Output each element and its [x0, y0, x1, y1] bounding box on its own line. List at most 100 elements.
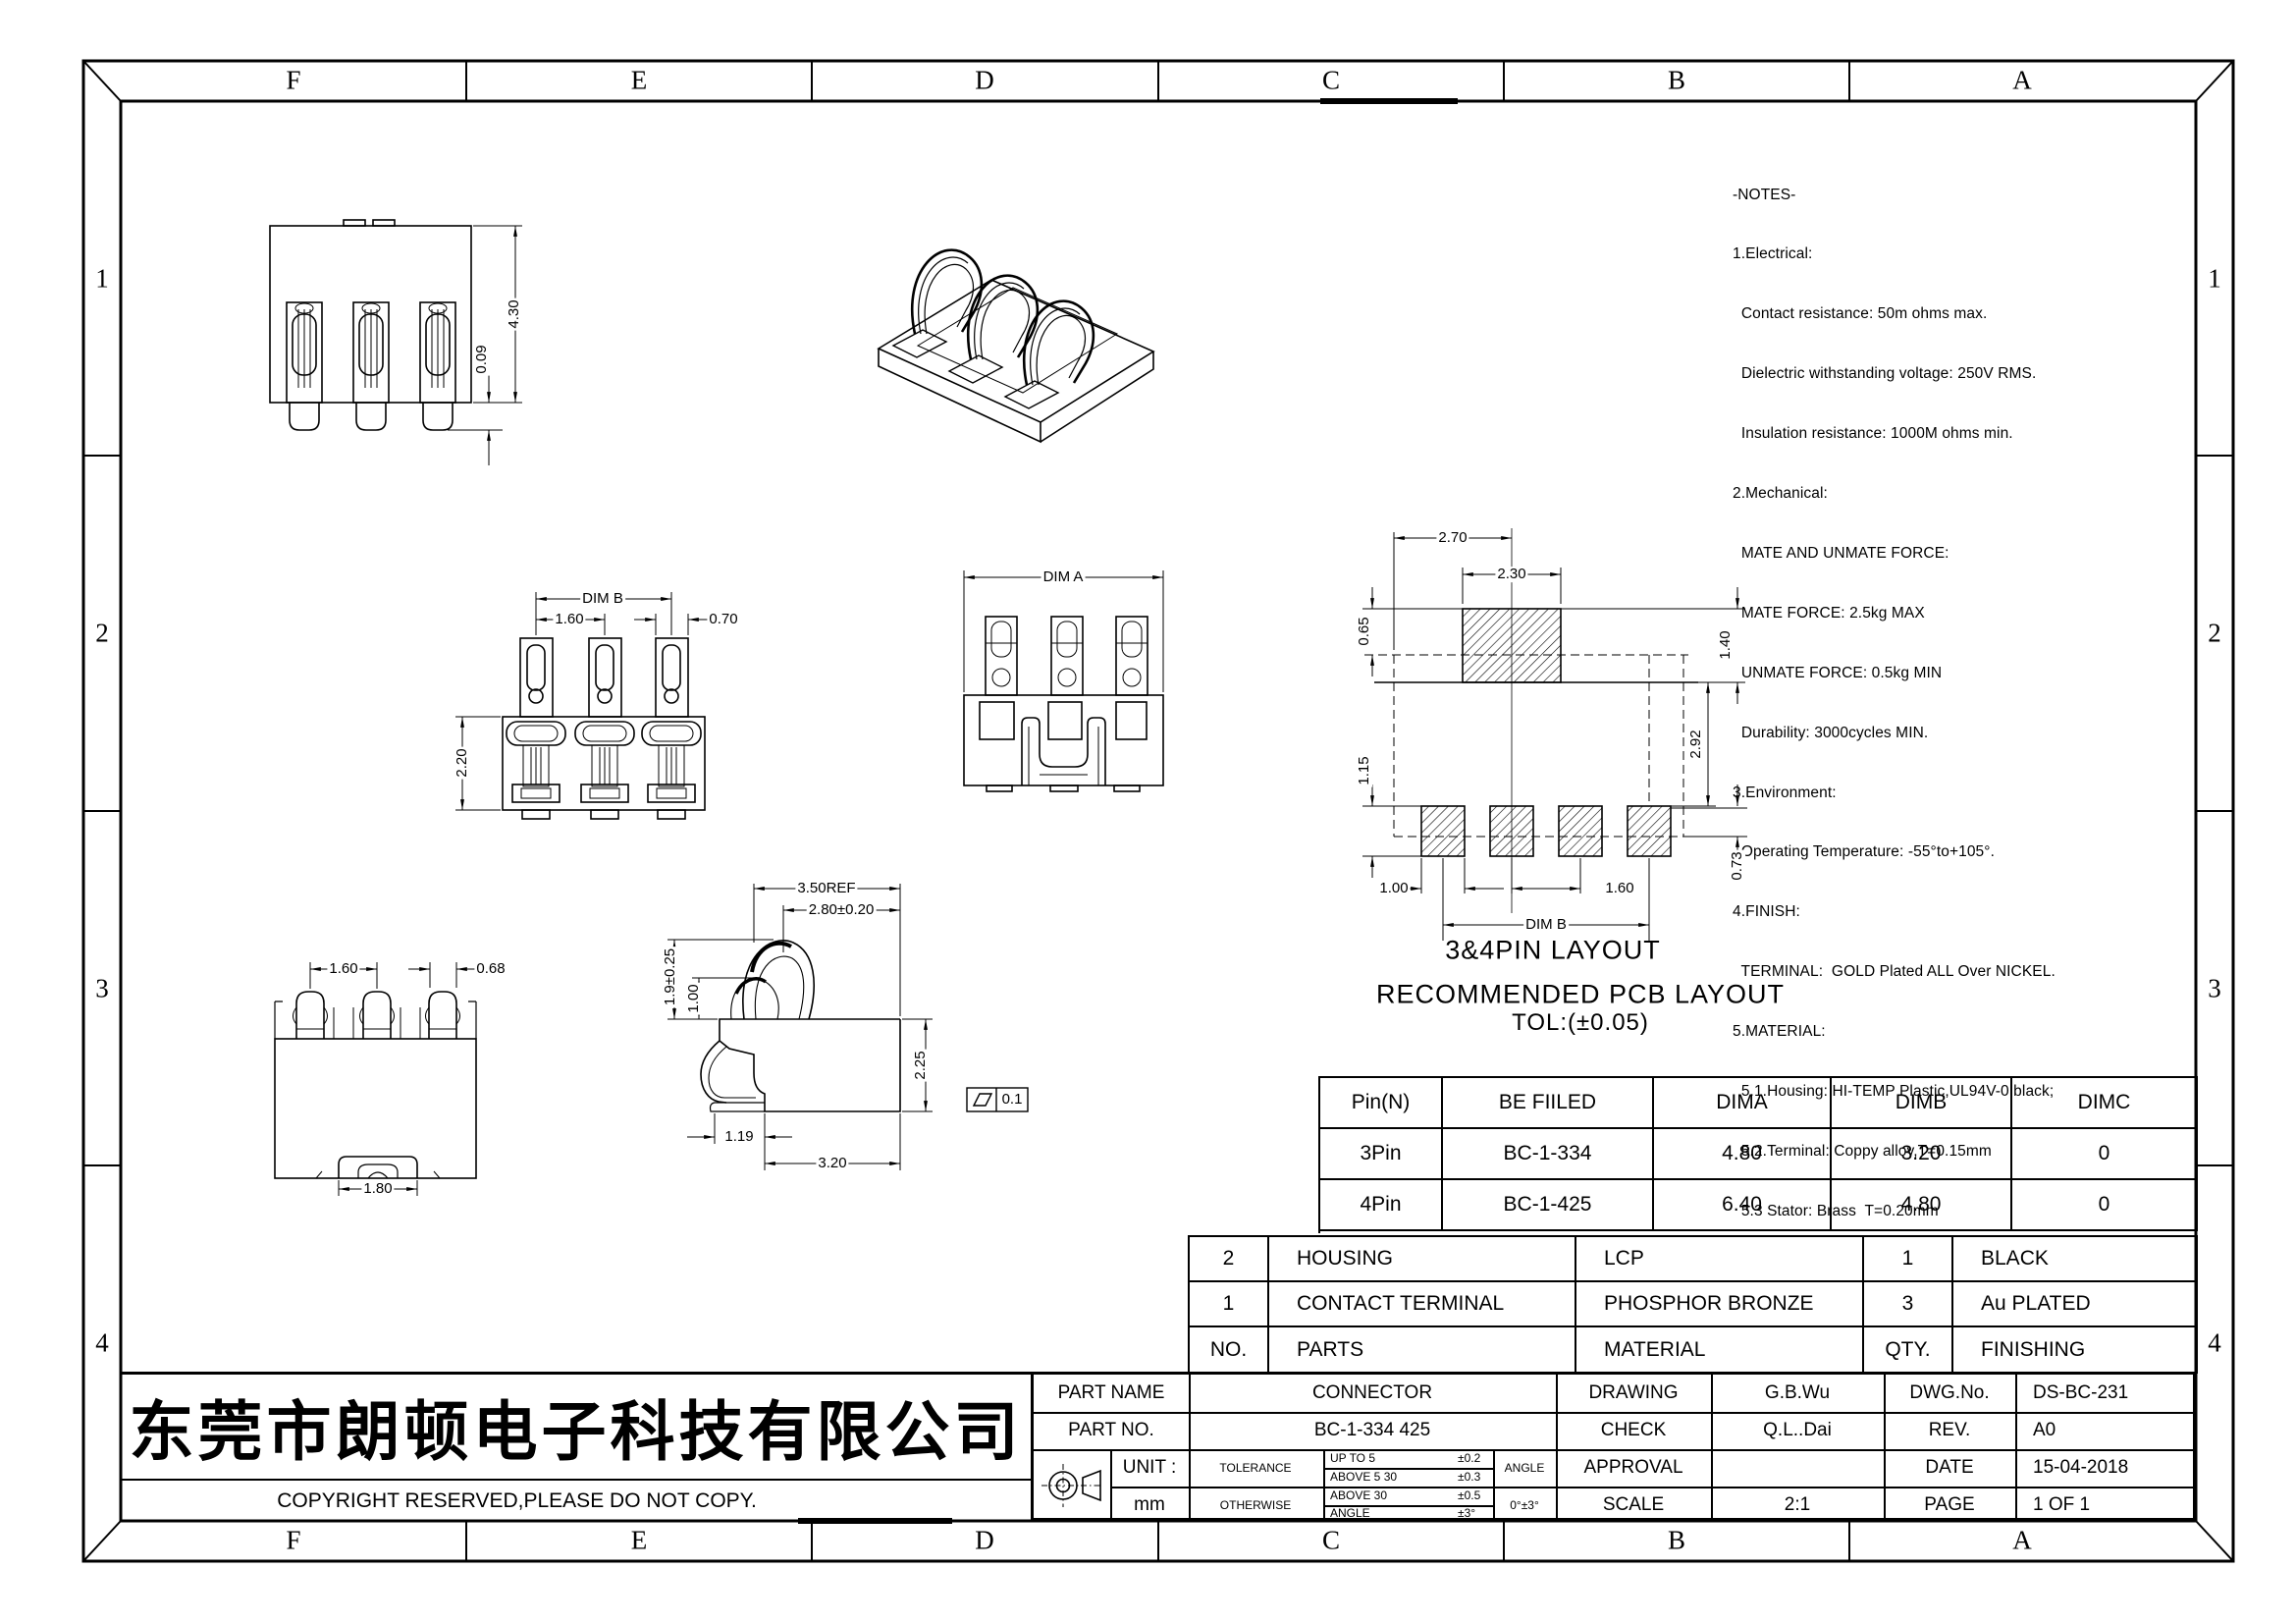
note-line: Dielectric withstanding voltage: 250V RM… — [1733, 365, 2037, 383]
dim-label: 2.20 — [454, 746, 471, 780]
zone-label: 1 — [95, 263, 109, 294]
tolerance-row: UP TO 5 — [1330, 1451, 1376, 1465]
field-value: CONNECTOR — [1311, 1382, 1433, 1403]
note-line: MATE AND UNMATE FORCE: — [1733, 544, 1949, 562]
zone-label: 4 — [2208, 1327, 2221, 1358]
table-cell: Au PLATED — [1953, 1282, 2198, 1327]
table-cell: 4.80 — [1832, 1180, 2012, 1231]
column-footer: MATERIAL — [1576, 1327, 1864, 1374]
zone-label: C — [1321, 1525, 1341, 1555]
dim-label: 1.9±0.25 — [662, 946, 679, 1008]
notes-block: -NOTES- 1.Electrical: Contact resistance… — [1733, 145, 2056, 1262]
company-block: 东莞市朗顿电子科技有限公司 COPYRIGHT RESERVED,PLEASE … — [121, 1372, 1031, 1524]
note-line: 4.FINISH: — [1733, 903, 1800, 921]
zone-label: 2 — [95, 618, 109, 648]
field-label: APPROVAL — [1583, 1457, 1683, 1478]
dim-label: 1.00 — [1377, 880, 1411, 897]
dim-label: 2.25 — [912, 1049, 930, 1082]
zone-label: 3 — [95, 973, 109, 1003]
table-cell: 3.20 — [1832, 1129, 2012, 1180]
note-line: UNMATE FORCE: 0.5kg MIN — [1733, 664, 1943, 681]
dim-label: 3.20 — [816, 1155, 849, 1172]
column-header: DIMB — [1832, 1078, 2012, 1129]
column-footer: PARTS — [1269, 1327, 1576, 1374]
note-line: 5.3 Stator: Brass T=0.20mm — [1733, 1202, 1939, 1219]
table-cell: 2 — [1190, 1237, 1269, 1282]
column-header: BE FIILED — [1443, 1078, 1654, 1129]
note-line: -NOTES- — [1733, 186, 1796, 203]
table-cell: 4.80 — [1654, 1129, 1832, 1180]
zone-label: F — [286, 65, 301, 95]
zone-label: A — [2012, 1525, 2032, 1555]
dim-label: DIM B — [1523, 916, 1569, 934]
table-cell: CONTACT TERMINAL — [1269, 1282, 1576, 1327]
field-label: PART NO. — [1068, 1420, 1154, 1440]
field-label: TOLERANCE — [1219, 1461, 1292, 1475]
note-line: Contact resistance: 50m ohms max. — [1733, 305, 1988, 323]
field-label: CHECK — [1600, 1420, 1667, 1440]
dim-label: DIM B — [580, 590, 625, 608]
note-line: TERMINAL: GOLD Plated ALL Over NICKEL. — [1733, 963, 2056, 981]
front-view-drawing — [269, 219, 522, 465]
copyright-text: COPYRIGHT RESERVED,PLEASE DO NOT COPY. — [277, 1489, 757, 1512]
zone-label: B — [1667, 1525, 1686, 1555]
note-line: Operating Temperature: -55°to+105°. — [1733, 843, 1995, 861]
zone-label: B — [1667, 65, 1686, 95]
pcb-caption: RECOMMENDED PCB LAYOUT — [1375, 979, 1786, 1009]
zone-label: D — [975, 1525, 994, 1555]
field-value: G.B.Wu — [1764, 1382, 1831, 1403]
dim-label: 1.80 — [361, 1180, 395, 1198]
column-header: DIMA — [1654, 1078, 1832, 1129]
note-line: 5.MATERIAL: — [1733, 1023, 1826, 1041]
dim-label: 3.50REF — [795, 880, 858, 897]
table-cell: 3Pin — [1320, 1129, 1443, 1180]
tolerance-row: ABOVE 5 30 — [1330, 1470, 1398, 1484]
table-cell: 1 — [1864, 1237, 1953, 1282]
dim-label: 2.70 — [1436, 529, 1469, 547]
field-label: PAGE — [1924, 1494, 1975, 1515]
field-label: UNIT : — [1122, 1457, 1177, 1478]
zone-label: 1 — [2208, 263, 2221, 294]
note-line: 5.2.Terminal: Coppy alloy,T=0.15mm — [1733, 1142, 1992, 1160]
pcb-caption: TOL:(±0.05) — [1512, 1009, 1649, 1036]
field-label: PART NAME — [1057, 1382, 1165, 1403]
field-value: mm — [1134, 1494, 1165, 1515]
zone-label: 4 — [95, 1327, 109, 1358]
column-header: Pin(N) — [1320, 1078, 1443, 1129]
table-cell: BC-1-334 — [1443, 1129, 1654, 1180]
zone-label: 2 — [2208, 618, 2221, 648]
tolerance-value: ±0.2 — [1458, 1451, 1481, 1465]
dim-label: 0.09 — [473, 343, 491, 376]
dim-label: 1.15 — [1356, 754, 1373, 787]
note-line: 3.Environment: — [1733, 784, 1837, 801]
field-value: BC-1-334 425 — [1313, 1420, 1431, 1440]
back-view-drawing — [274, 962, 478, 1196]
dim-label: 0.1 — [999, 1091, 1025, 1109]
zone-label: 3 — [2208, 973, 2221, 1003]
dim-label: 0.68 — [474, 960, 507, 978]
field-label: SCALE — [1602, 1494, 1665, 1515]
table-cell: 3 — [1864, 1282, 1953, 1327]
zone-label: F — [286, 1525, 301, 1555]
zone-label: E — [630, 65, 648, 95]
note-line: 2.Mechanical: — [1733, 485, 1828, 503]
note-line: Durability: 3000cycles MIN. — [1733, 724, 1929, 741]
field-label: DWG.No. — [1909, 1382, 1990, 1403]
note-line: 5.1.Housing: HI-TEMP Plastic,UL94V-0,bla… — [1733, 1082, 2055, 1100]
table-cell: LCP — [1576, 1237, 1864, 1282]
column-header: DIMC — [2012, 1078, 2198, 1129]
zone-label: D — [975, 65, 994, 95]
front-view-dima-drawing — [963, 570, 1164, 792]
table-cell: 0 — [2012, 1180, 2198, 1231]
field-value: DS-BC-231 — [2033, 1382, 2129, 1403]
field-label: DATE — [1925, 1457, 1974, 1478]
zone-label: C — [1321, 65, 1341, 95]
note-line: MATE FORCE: 2.5kg MAX — [1733, 604, 1925, 622]
table-cell: BLACK — [1953, 1237, 2198, 1282]
company-name: 东莞市朗顿电子科技有限公司 — [129, 1397, 1023, 1469]
table-cell: BC-1-425 — [1443, 1180, 1654, 1231]
tolerance-value: ±0.5 — [1458, 1488, 1481, 1502]
field-label: ANGLE — [1504, 1461, 1545, 1475]
pcb-layout-drawing — [1362, 528, 1747, 941]
